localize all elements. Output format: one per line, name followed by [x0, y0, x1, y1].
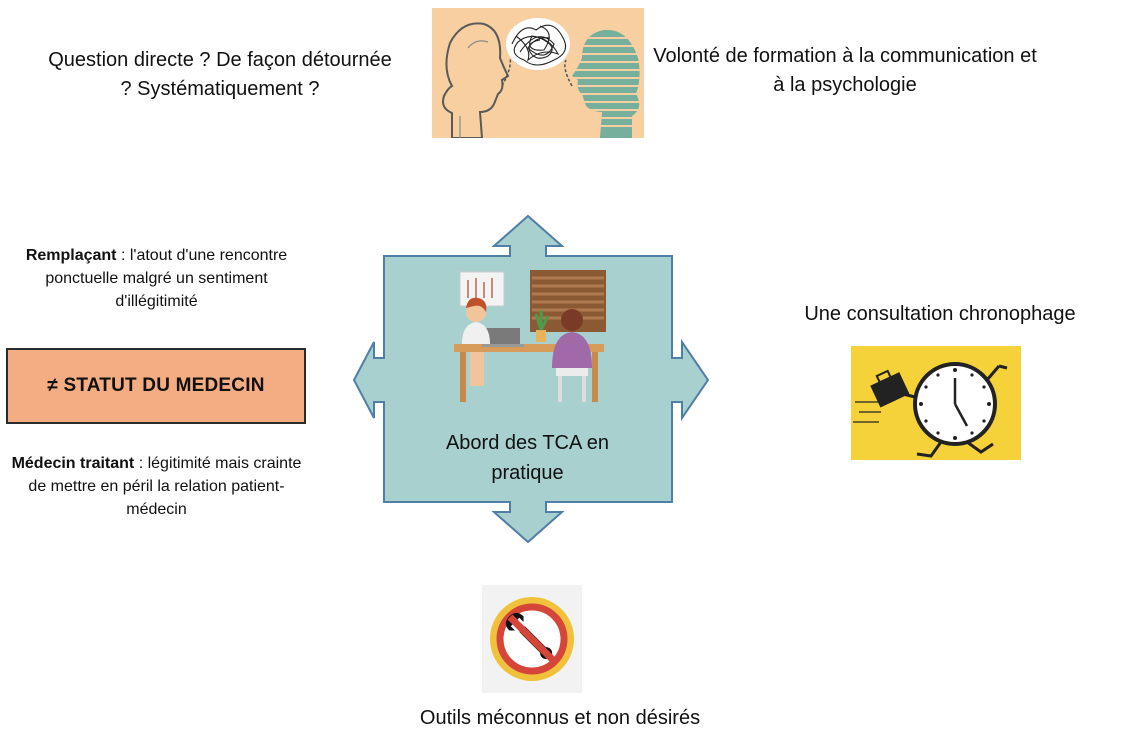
center-label: Abord des TCA en pratique	[445, 432, 610, 484]
statut-label: ≠ STATUT DU MEDECIN	[47, 375, 265, 396]
remplacant-label: Remplaçant	[25, 247, 117, 264]
medecin-label: Médecin traitant	[11, 455, 135, 472]
consultation-scene-icon	[454, 270, 606, 402]
remplacant-desc: : l'atout d'une rencontre ponctuelle mal…	[45, 247, 288, 311]
four-way-arrow	[352, 214, 710, 544]
running-clock-icon	[851, 346, 1021, 460]
outils-text: Outils méconnus et non désirés	[419, 707, 701, 729]
medecin-text: Médecin traitant : légitimité mais crain…	[4, 452, 309, 522]
remplacant-text: Remplaçant : l'atout d'une rencontre pon…	[4, 244, 309, 314]
conversation-heads-icon	[432, 8, 644, 138]
medecin-desc: : légitimité mais crainte de mettre en p…	[28, 455, 302, 519]
formation-text: Volonté de formation à la communication …	[653, 45, 1037, 96]
chronophage-text: Une consultation chronophage	[804, 303, 1076, 325]
statut-box: ≠ STATUT DU MEDECIN	[6, 348, 306, 424]
no-tools-icon	[482, 585, 582, 693]
question-text: Question directe ? De façon détournée ? …	[48, 49, 392, 100]
